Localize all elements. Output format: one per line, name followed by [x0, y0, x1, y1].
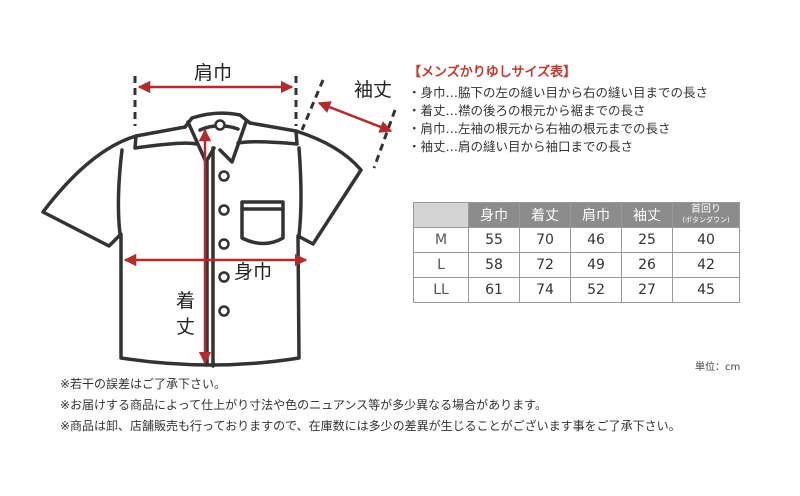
guide-lines — [133, 76, 397, 169]
table-row: M 55 70 46 25 40 — [413, 227, 740, 253]
button-icon — [218, 271, 230, 283]
table-cell: 52 — [570, 277, 622, 303]
table-cell: 25 — [621, 227, 673, 253]
row-size: L — [413, 252, 469, 278]
note-item: ※若干の誤差はご了承下さい。 — [60, 377, 227, 391]
table-cell: 55 — [468, 227, 520, 253]
table-cell: 72 — [519, 252, 571, 278]
button-icon — [218, 204, 230, 216]
table-cell: 74 — [519, 277, 571, 303]
unit-label: 単位：cm — [695, 362, 741, 373]
body-width-label: 身巾 — [234, 261, 273, 283]
shirt-buttons — [214, 119, 230, 317]
table-cell: 40 — [672, 227, 740, 253]
note-item: ※商品は卸、店舗販売も行っておりますので、在庫数には多少の差異が生じることがござ… — [60, 419, 681, 433]
length-label-bottom: 丈 — [176, 316, 196, 338]
table-row: LL 61 74 52 27 45 — [413, 277, 740, 303]
sleeve-length-label: 袖丈 — [354, 79, 393, 101]
table-cell: 42 — [672, 252, 740, 278]
legend-title: 【メンズかりゆしサイズ表】 — [408, 65, 577, 80]
measurement-arrows — [123, 80, 393, 365]
notes: ※若干の誤差はご了承下さい。 ※お届けする商品によって仕上がり寸法や色のニュアン… — [60, 374, 681, 437]
legend-item-sleeve: ・袖丈…肩の縫い目から袖口までの長さ — [408, 139, 634, 154]
header-neck-sub: (ボタンダウン) — [682, 216, 730, 224]
header-body-width: 身巾 — [468, 202, 520, 228]
button-icon — [214, 119, 226, 131]
shoulder-width-label: 肩巾 — [194, 62, 233, 84]
row-size: M — [413, 227, 469, 253]
size-legend: 【メンズかりゆしサイズ表】 ・身巾…脇下の左の縫い目から右の縫い目までの長さ ・… — [408, 64, 708, 156]
row-size: LL — [413, 277, 469, 303]
table-row: L 58 72 49 26 42 — [413, 252, 740, 278]
header-sleeve: 袖丈 — [621, 202, 673, 228]
header-shoulder: 肩巾 — [570, 202, 622, 228]
button-icon — [218, 305, 230, 317]
table-cell: 61 — [468, 277, 520, 303]
legend-item-shoulder: ・肩巾…左袖の根元から右袖の根元までの長さ — [408, 121, 671, 136]
note-item: ※お届けする商品によって仕上がり寸法や色のニュアンス等が多少異なる場合があります… — [60, 398, 547, 412]
header-neck: 首回り (ボタンダウン) — [672, 202, 740, 228]
size-table: 身巾 着丈 肩巾 袖丈 首回り (ボタンダウン) M 55 70 46 25 4… — [413, 202, 740, 303]
header-length: 着丈 — [519, 202, 571, 228]
table-cell: 58 — [468, 252, 520, 278]
shirt-outline — [41, 111, 363, 368]
button-icon — [218, 238, 230, 250]
legend-item-length: ・着丈…襟の後ろの根元から裾までの長さ — [408, 103, 646, 118]
table-header-row: 身巾 着丈 肩巾 袖丈 首回り (ボタンダウン) — [413, 202, 740, 228]
header-neck-main: 首回り — [691, 204, 721, 215]
table-cell: 46 — [570, 227, 622, 253]
legend-item-body-width: ・身巾…脇下の左の縫い目から右の縫い目までの長さ — [408, 85, 709, 100]
table-cell: 49 — [570, 252, 622, 278]
table-cell: 26 — [621, 252, 673, 278]
length-label-top: 着 — [176, 290, 196, 312]
table-cell: 27 — [621, 277, 673, 303]
table-corner-cell — [413, 202, 469, 228]
table-cell: 70 — [519, 227, 571, 253]
button-icon — [218, 170, 230, 182]
sleeve-length-arrow — [317, 101, 393, 133]
table-cell: 45 — [672, 277, 740, 303]
